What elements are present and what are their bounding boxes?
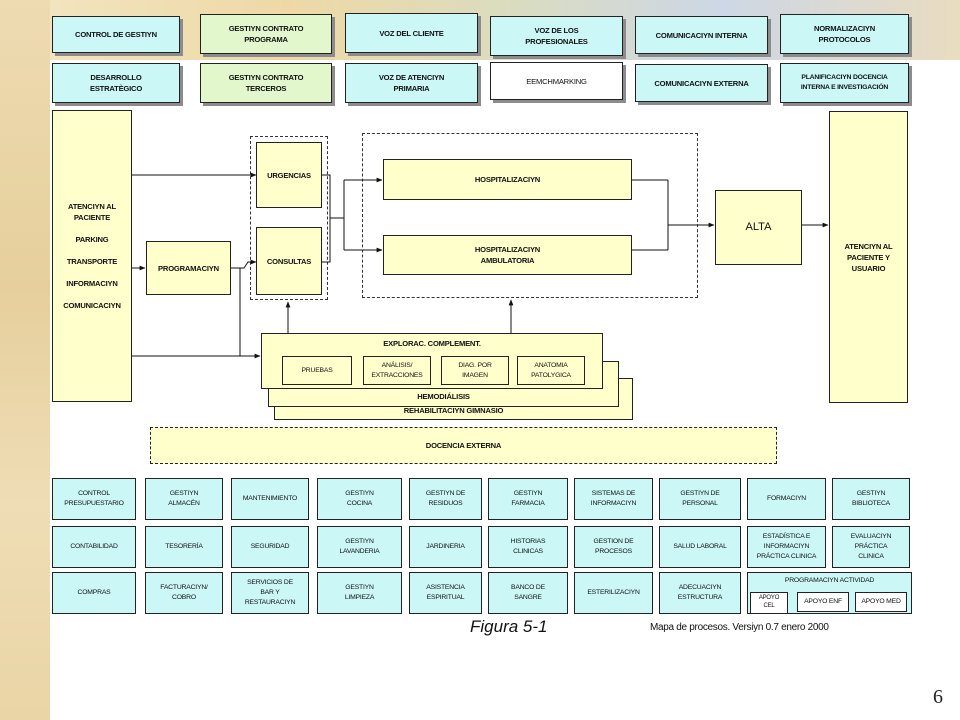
box-hospitalizacion-ambulatoria: HOSPITALIZACIYN AMBULATORIA	[383, 235, 632, 275]
sidebar-background	[0, 0, 50, 720]
box-hospitalizacion: HOSPITALIZACIYN	[383, 159, 632, 200]
box-planificacion-docencia: PLANIFICACIYN DOCENCIA INTERNA E INVESTI…	[780, 63, 909, 103]
box-anatomia-patologica: ANATOMIA PATOLYGICA	[517, 356, 585, 385]
box-control-de-gestion: CONTROL DE GESTIYN	[52, 16, 180, 53]
map-caption: Mapa de procesos. Versiyn 0.7 enero 2000	[650, 622, 829, 633]
box-pruebas: PRUEBAS	[282, 356, 352, 385]
box-gestion-contrato-programa: GESTIYN CONTRATO PROGRAMA	[200, 14, 332, 54]
box-asistencia-espiritual: ASISTENCIA ESPIRITUAL	[409, 572, 482, 614]
box-historias-clinicas: HISTORIAS CLINICAS	[488, 526, 568, 568]
box-servicios-bar: SERVICIOS DE BAR Y RESTAURACIYN	[231, 572, 309, 614]
box-control-presupuestario: CONTROL PRESUPUESTARIO	[52, 478, 136, 520]
box-gestion-lavanderia: GESTIYN LAVANDERIA	[317, 526, 402, 568]
box-consultas: CONSULTAS	[256, 227, 322, 295]
box-voz-del-cliente: VOZ DEL CLIENTE	[345, 13, 478, 53]
box-sistemas-informacion: SISTEMAS DE INFORMACIYN	[574, 478, 653, 520]
box-benchmarking: EEMCHMARKING	[490, 62, 623, 100]
hospitalizacion-group	[362, 133, 698, 298]
box-comunicacion-externa: COMUNICACIYN EXTERNA	[635, 64, 768, 102]
box-tesoreria: TESORERÍA	[145, 526, 223, 568]
box-gestion-personal: GESTIYN DE PERSONAL	[659, 478, 741, 520]
box-voz-de-atencion-primaria: VOZ DE ATENCIYN PRIMARIA	[345, 63, 478, 103]
box-gestion-residuos: GESTIYN DE RESIDUOS	[409, 478, 482, 520]
box-contabilidad: CONTABILIDAD	[52, 526, 136, 568]
box-salud-laboral: SALUD LABORAL	[659, 526, 741, 568]
box-gestion-cocina: GESTIYN COCINA	[317, 478, 402, 520]
exploraciones-title: EXPLORAC. COMPLEMENT.	[383, 339, 481, 348]
box-gestion-biblioteca: GESTIYN BIBLIOTECA	[832, 478, 910, 520]
box-seguridad: SEGURIDAD	[231, 526, 309, 568]
figure-caption: Figura 5-1	[470, 617, 548, 636]
box-evaluacion-practica-clinica: EVALUACIYN PRÁCTICA CLINICA	[832, 526, 910, 568]
box-banco-sangre: BANCO DE SANGRE	[488, 572, 568, 614]
box-estadistica-informacion: ESTADÍSTICA E INFORMACIYN PRÁCTICA CLINI…	[747, 526, 826, 568]
box-esterilizacion: ESTERILIZACIYN	[574, 572, 653, 614]
box-apoyo-enf: APOYO ENF	[797, 592, 849, 612]
box-gestion-limpieza: GESTIYN LIMPIEZA	[317, 572, 402, 614]
box-atencion-al-paciente: ATENCIYN AL PACIENTE PARKING TRANSPORTE …	[52, 110, 132, 402]
box-comunicacion-interna: COMUNICACIYN INTERNA	[635, 16, 768, 54]
box-facturacion-cobro: FACTURACIYN/ COBRO	[145, 572, 223, 614]
box-alta: ALTA	[715, 190, 802, 265]
box-jardineria: JARDINERIA	[409, 526, 482, 568]
box-gestion-contrato-terceros: GESTIYN CONTRATO TERCEROS	[200, 63, 332, 103]
box-diagnostico-imagen: DIAG. POR IMAGEN	[441, 356, 509, 385]
box-formacion: FORMACIYN	[747, 478, 826, 520]
box-compras: COMPRAS	[52, 572, 136, 614]
box-gestion-procesos: GESTION DE PROCESOS	[574, 526, 653, 568]
box-gestion-almacen: GESTIYN ALMACÉN	[145, 478, 223, 520]
box-urgencias: URGENCIAS	[256, 142, 322, 208]
box-adecuacion-estructura: ADECUACIYN ESTRUCTURA	[659, 572, 741, 614]
box-voz-de-los-profesionales: VOZ DE LOS PROFESIONALES	[490, 16, 623, 56]
box-docencia-externa: DOCENCIA EXTERNA	[150, 427, 777, 464]
programacion-actividad-title: PROGRAMACIYN ACTIVIDAD	[784, 577, 875, 584]
box-atencion-paciente-usuario: ATENCIYN AL PACIENTE Y USUARIO	[829, 111, 908, 403]
box-programacion: PROGRAMACIYN	[146, 241, 231, 295]
box-gestion-farmacia: GESTIYN FARMACIA	[488, 478, 568, 520]
box-mantenimiento: MANTENIMIENTO	[231, 478, 309, 520]
box-analisis-extracciones: ANÁLISIS/ EXTRACCIONES	[363, 356, 431, 385]
box-desarrollo-estrategico: DESARROLLO ESTRATÈGICO	[52, 63, 180, 103]
box-apoyo-med: APOYO MED	[855, 592, 907, 612]
box-apoyo-cel: APOYO CEL	[750, 592, 788, 614]
page-number: 6	[933, 686, 943, 708]
box-normalizacion-protocolos: NORMALIZACIYN PROTOCOLOS	[780, 14, 909, 54]
